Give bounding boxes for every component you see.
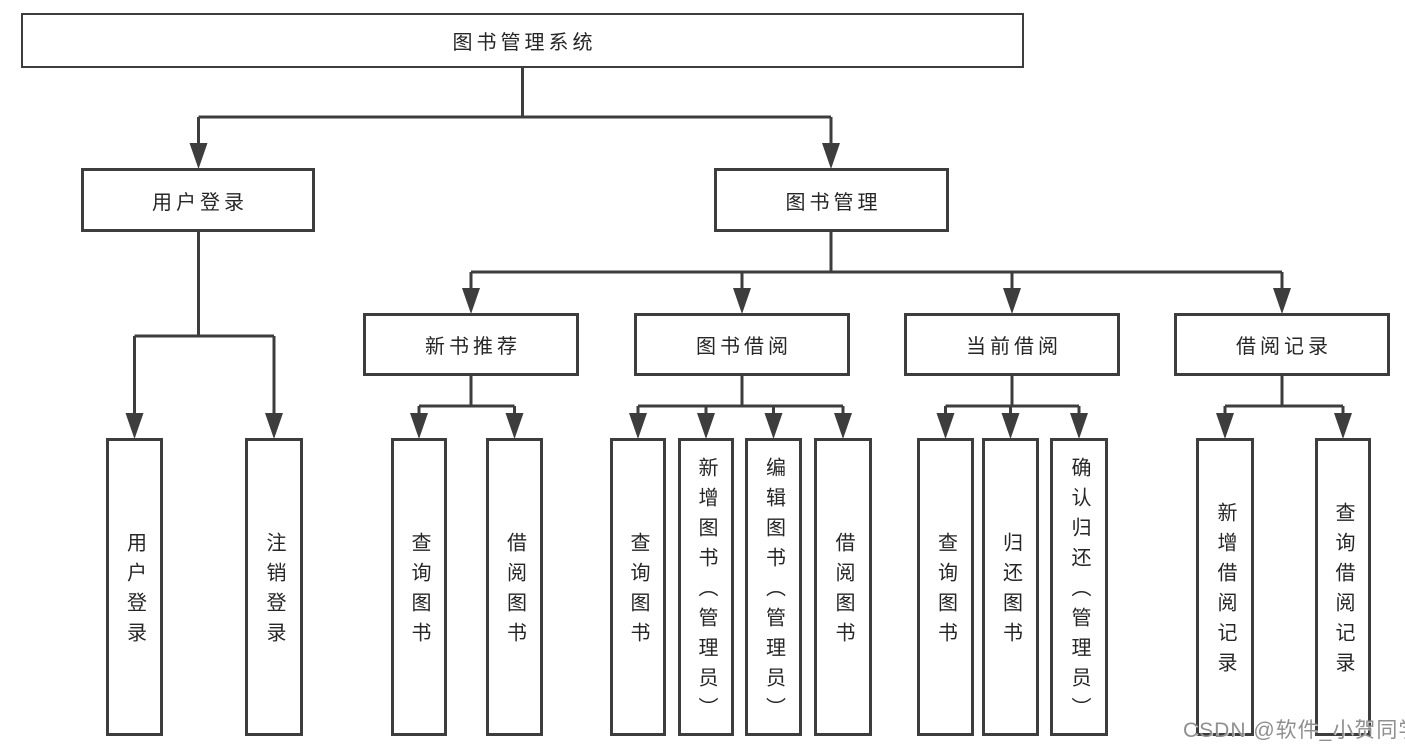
leaf-label: 查询图书 bbox=[934, 532, 957, 652]
leaf-query-books-recommend: 查询图书 bbox=[391, 438, 447, 736]
leaf-label: 确认归还（管理员） bbox=[1068, 457, 1090, 727]
node-new-book-recommend: 新书推荐 bbox=[363, 313, 579, 376]
node-user-login: 用户登录 bbox=[81, 168, 315, 232]
leaf-label: 注销登录 bbox=[263, 532, 285, 652]
leaf-edit-books-admin: 编辑图书（管理员） bbox=[745, 438, 802, 736]
leaf-borrow-books: 借阅图书 bbox=[814, 438, 872, 736]
leaf-logout: 注销登录 bbox=[245, 438, 303, 736]
node-library-management-system: 图书管理系统 bbox=[21, 13, 1024, 68]
connector-current-borrow-to-leaves bbox=[936, 376, 1088, 439]
leaf-borrow-books-recommend: 借阅图书 bbox=[486, 438, 543, 736]
leaf-label: 用户登录 bbox=[123, 532, 146, 652]
leaf-label: 新增借阅记录 bbox=[1214, 502, 1236, 682]
leaf-confirm-return-admin: 确认归还（管理员） bbox=[1050, 438, 1108, 736]
connector-borrow-records-to-leaves bbox=[1216, 376, 1352, 439]
leaf-add-borrow-record: 新增借阅记录 bbox=[1196, 438, 1254, 736]
leaf-query-borrow-record: 查询借阅记录 bbox=[1315, 438, 1371, 736]
csdn-watermark: CSDN @软件_小贺同学 bbox=[1183, 719, 1405, 742]
leaf-query-books-current: 查询图书 bbox=[917, 438, 974, 736]
connector-book-borrow-to-leaves bbox=[629, 376, 852, 439]
leaf-return-books: 归还图书 bbox=[982, 438, 1039, 736]
leaf-label: 编辑图书（管理员） bbox=[762, 457, 785, 727]
leaf-label: 借阅图书 bbox=[503, 532, 526, 652]
leaf-label: 查询图书 bbox=[627, 532, 649, 652]
connector-book-management-to-level3 bbox=[462, 232, 1291, 314]
leaf-add-books-admin: 新增图书（管理员） bbox=[678, 438, 734, 736]
node-book-management: 图书管理 bbox=[714, 168, 949, 232]
connector-new-book-to-leaves bbox=[410, 376, 524, 439]
node-book-borrow: 图书借阅 bbox=[634, 313, 850, 376]
node-borrow-records: 借阅记录 bbox=[1174, 313, 1390, 376]
leaf-label: 查询图书 bbox=[408, 532, 430, 652]
connector-root-to-level2 bbox=[189, 68, 840, 169]
leaf-user-login: 用户登录 bbox=[106, 438, 163, 736]
leaf-label: 新增图书（管理员） bbox=[695, 457, 717, 727]
leaf-label: 归还图书 bbox=[999, 532, 1022, 652]
leaf-label: 查询借阅记录 bbox=[1332, 502, 1354, 682]
node-current-borrow: 当前借阅 bbox=[904, 313, 1120, 376]
leaf-query-books-borrow: 查询图书 bbox=[610, 438, 666, 736]
leaf-label: 借阅图书 bbox=[832, 532, 854, 652]
connector-user-login-to-leaves bbox=[125, 232, 283, 439]
